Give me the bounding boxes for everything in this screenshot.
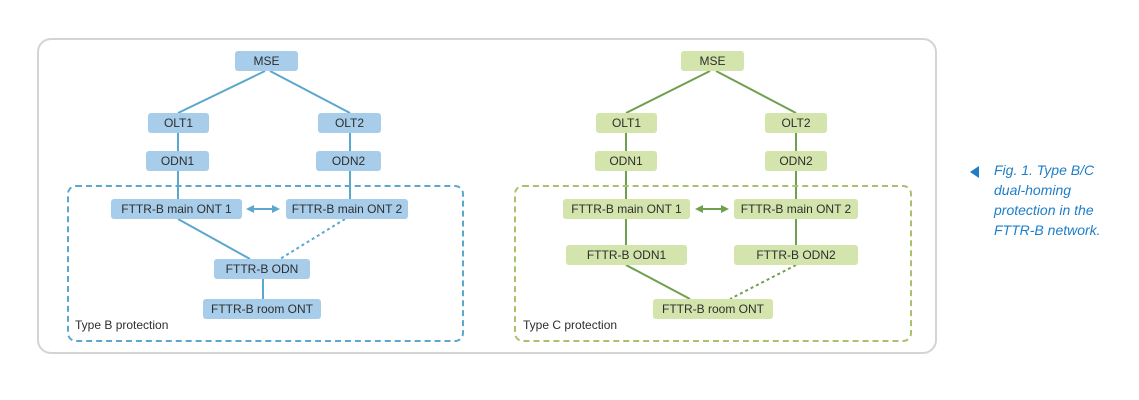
olt2-node-b: OLT2: [318, 113, 381, 133]
type-c-protection-label: Type C protection: [523, 318, 618, 332]
type-b-protection-zone: [67, 185, 464, 342]
olt2-node-c: OLT2: [765, 113, 827, 133]
main-ont-1-node-b: FTTR-B main ONT 1: [111, 199, 242, 219]
link-fttrodn1-room-c: [625, 264, 691, 300]
odn1-node-b: ODN1: [146, 151, 209, 171]
link-mse-olt2-c: [715, 70, 797, 114]
link-fttrodn2-room-backup-c: [729, 264, 797, 300]
odn2-node-b: ODN2: [316, 151, 381, 171]
fttr-odn-node-b: FTTR-B ODN: [214, 259, 310, 279]
odn1-node-c: ODN1: [595, 151, 657, 171]
caption-pointer-icon: [970, 166, 979, 178]
figure-caption: Fig. 1. Type B/C dual-homing protection …: [994, 160, 1134, 240]
link-mse-olt1-b: [177, 70, 266, 114]
caption-line: dual-homing: [994, 182, 1072, 198]
link-ont2-odn-backup-b: [279, 218, 346, 260]
olt1-node-c: OLT1: [596, 113, 657, 133]
main-ont-1-node-c: FTTR-B main ONT 1: [563, 199, 690, 219]
room-ont-node-b: FTTR-B room ONT: [203, 299, 321, 319]
caption-line: Fig. 1. Type B/C: [994, 162, 1095, 178]
main-ont-2-node-b: FTTR-B main ONT 2: [286, 199, 408, 219]
olt1-node-b: OLT1: [148, 113, 209, 133]
fttr-odn1-node-c: FTTR-B ODN1: [566, 245, 687, 265]
link-mse-olt2-b: [269, 70, 351, 114]
type-b-links: [177, 70, 351, 299]
type-b-protection-label: Type B protection: [75, 318, 169, 332]
caption-line: FTTR-B network.: [994, 222, 1101, 238]
main-ont-2-node-c: FTTR-B main ONT 2: [734, 199, 858, 219]
mse-node-b: MSE: [235, 51, 298, 71]
type-c-protection-zone: [514, 185, 912, 342]
caption-line: protection in the: [994, 202, 1094, 218]
link-ont1-odn-b: [177, 218, 251, 260]
link-mse-olt1-c: [625, 70, 711, 114]
fttr-odn2-node-c: FTTR-B ODN2: [734, 245, 858, 265]
odn2-node-c: ODN2: [765, 151, 827, 171]
mse-node-c: MSE: [681, 51, 744, 71]
figure-frame: [37, 38, 937, 354]
room-ont-node-c: FTTR-B room ONT: [653, 299, 773, 319]
